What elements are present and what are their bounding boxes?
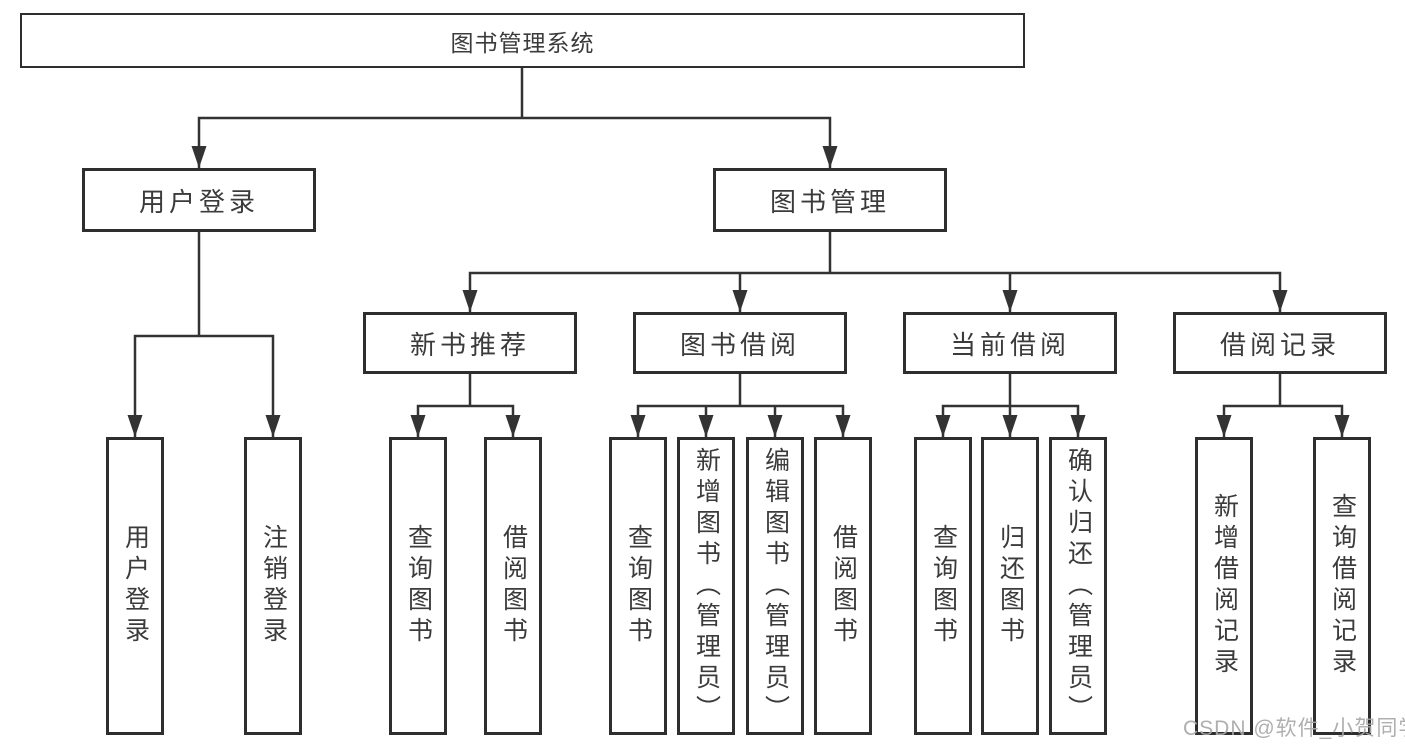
connectors-book-management <box>468 232 1282 312</box>
node-book-borrow: 图书借阅 <box>633 312 847 374</box>
leaf-edit-book-admin: 编辑图书（管理员） <box>746 437 804 735</box>
leaf-query-borrow-record: 查询借阅记录 <box>1313 437 1371 735</box>
leaf-query-books-recommend-label: 查询图书 <box>404 524 433 648</box>
node-user-login-label: 用户登录 <box>138 186 259 217</box>
node-user-login: 用户登录 <box>82 168 316 232</box>
node-current-borrow: 当前借阅 <box>903 312 1117 374</box>
node-book-management: 图书管理 <box>713 168 947 232</box>
csdn-watermark: CSDN @软件_小贺同学 <box>1183 717 1405 740</box>
leaf-query-borrow-record-label: 查询借阅记录 <box>1328 493 1357 679</box>
connectors-borrow-records <box>1222 374 1344 437</box>
leaf-user-login: 用户登录 <box>106 437 164 735</box>
leaf-return-books: 归还图书 <box>981 437 1039 735</box>
leaf-add-book-admin-label: 新增图书（管理员） <box>692 446 721 726</box>
node-new-book-recommend: 新书推荐 <box>363 312 577 374</box>
node-book-management-label: 图书管理 <box>769 186 890 217</box>
connectors-user-login <box>133 232 275 437</box>
arrowheads <box>127 146 1350 437</box>
leaf-return-books-label: 归还图书 <box>996 524 1025 648</box>
leaf-query-books-borrow-label: 查询图书 <box>624 524 653 648</box>
leaf-borrow-books-label: 借阅图书 <box>829 524 858 648</box>
connectors-root-to-level2 <box>197 68 832 168</box>
leaf-borrow-books-recommend-label: 借阅图书 <box>499 524 528 648</box>
leaf-query-books-borrow: 查询图书 <box>609 437 667 735</box>
connectors-new-book-recommend <box>416 374 515 437</box>
leaf-query-books-current: 查询图书 <box>914 437 972 735</box>
leaf-borrow-books: 借阅图书 <box>814 437 872 735</box>
node-current-borrow-label: 当前借阅 <box>949 329 1070 360</box>
leaf-confirm-return-admin: 确认归还（管理员） <box>1049 437 1107 735</box>
node-library-system: 图书管理系统 <box>20 13 1025 68</box>
node-book-borrow-label: 图书借阅 <box>679 329 800 360</box>
leaf-query-books-recommend: 查询图书 <box>389 437 447 735</box>
leaf-confirm-return-admin-label: 确认归还（管理员） <box>1064 446 1093 726</box>
node-borrow-records: 借阅记录 <box>1173 312 1387 374</box>
node-library-system-label: 图书管理系统 <box>450 29 595 56</box>
leaf-add-borrow-record: 新增借阅记录 <box>1195 437 1253 735</box>
connectors-book-borrow <box>636 374 845 437</box>
leaf-add-borrow-record-label: 新增借阅记录 <box>1210 493 1239 679</box>
leaf-query-books-current-label: 查询图书 <box>929 524 958 648</box>
leaf-user-login-label: 用户登录 <box>121 524 150 648</box>
leaf-edit-book-admin-label: 编辑图书（管理员） <box>761 446 790 726</box>
leaf-logout-label: 注销登录 <box>259 524 288 648</box>
leaf-logout: 注销登录 <box>244 437 302 735</box>
node-borrow-records-label: 借阅记录 <box>1219 329 1340 360</box>
leaf-borrow-books-recommend: 借阅图书 <box>484 437 542 735</box>
leaf-add-book-admin: 新增图书（管理员） <box>677 437 735 735</box>
node-new-book-recommend-label: 新书推荐 <box>409 329 530 360</box>
